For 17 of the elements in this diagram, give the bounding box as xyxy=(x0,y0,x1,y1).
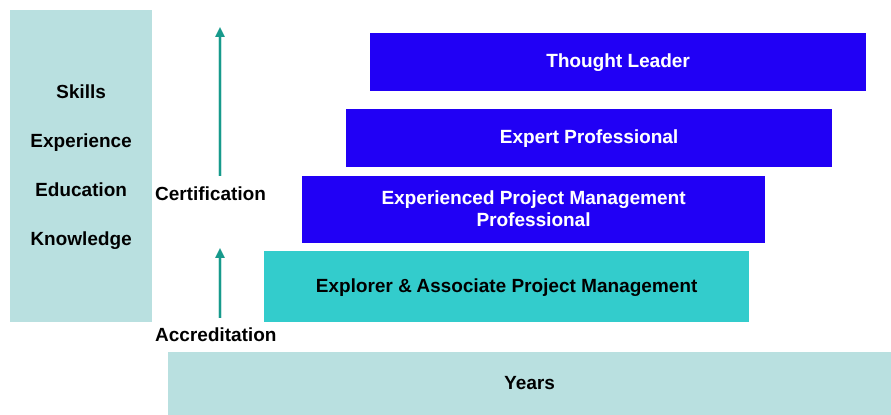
level-bar xyxy=(346,109,832,167)
level-bar xyxy=(302,176,765,243)
axis-bar xyxy=(168,352,891,415)
axis-label: Years xyxy=(504,372,555,394)
category-label: Education xyxy=(35,180,127,202)
category-label: Experience xyxy=(30,130,132,152)
level-bar xyxy=(370,33,866,91)
level-label: Experienced Project Management Professional xyxy=(380,188,687,232)
level-label: Thought Leader xyxy=(546,51,690,73)
category-label: Knowledge xyxy=(30,228,132,250)
level-label: Explorer & Associate Project Management xyxy=(316,276,698,298)
stage-label: Certification xyxy=(155,184,266,206)
stage-label: Accreditation xyxy=(155,325,276,347)
category-panel xyxy=(10,10,152,322)
level-bar xyxy=(264,251,749,322)
level-label: Expert Professional xyxy=(500,127,678,149)
category-label: Skills xyxy=(56,82,106,104)
